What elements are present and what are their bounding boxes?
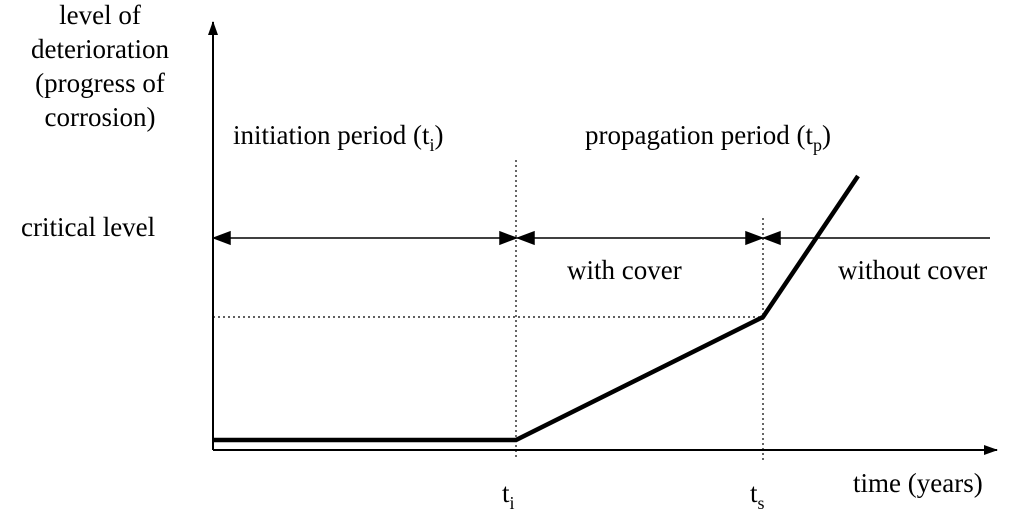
without-cover-arrow xyxy=(761,230,781,246)
initiation-period-text: initiation period ( xyxy=(233,120,422,150)
propagation-period-symbol: t xyxy=(805,120,813,150)
deterioration-curve xyxy=(213,174,860,443)
initiation-period-label: initiation period (ti) xyxy=(233,118,444,155)
without-cover-label: without cover xyxy=(838,255,988,285)
x-axis-label: time (years) xyxy=(853,468,983,498)
initiation-period-arrow xyxy=(211,230,519,246)
with-cover-label: with cover xyxy=(567,255,682,285)
with-cover-arrow xyxy=(515,230,765,246)
initiation-period-close: ) xyxy=(434,120,444,150)
tick-ts-subscript: s xyxy=(757,493,765,513)
propagation-period-label: propagation period (tp) xyxy=(585,118,831,155)
tick-ts-label: ts xyxy=(750,476,765,513)
propagation-period-text: propagation period ( xyxy=(585,120,806,150)
initiation-period-symbol: t xyxy=(421,120,430,150)
y-axis-label-line: corrosion) xyxy=(44,102,156,132)
y-axis-label-line: level of xyxy=(59,0,141,30)
y-axis-label: level of deterioration (progress of corr… xyxy=(0,0,200,134)
tick-ts-symbol: t xyxy=(750,478,758,508)
y-axis-label-line: (progress of xyxy=(35,68,165,98)
propagation-period-close: ) xyxy=(821,120,831,150)
initiation-period-subscript: i xyxy=(429,135,435,155)
tick-ti-subscript: i xyxy=(509,493,515,513)
critical-level-label: critical level xyxy=(21,212,156,242)
propagation-period-subscript: p xyxy=(812,135,822,155)
tick-ti-symbol: t xyxy=(502,478,510,508)
tick-ti-label: ti xyxy=(502,476,515,513)
y-axis-label-line: deterioration xyxy=(31,34,169,64)
